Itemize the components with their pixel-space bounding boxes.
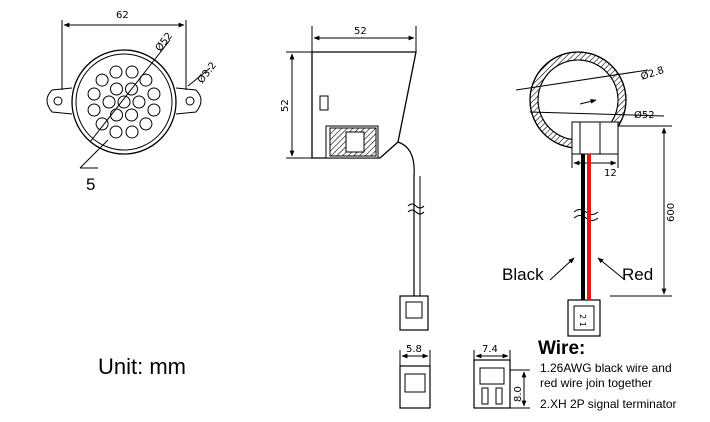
rear-connector-inner (573, 305, 595, 331)
sound-hole (87, 87, 101, 101)
sound-hole (87, 103, 101, 117)
conn-b-height-dim: 8.0 (513, 386, 524, 402)
sound-hole (95, 73, 109, 87)
red-wire (587, 154, 591, 300)
wire-note-3: 2.XH 2P signal terminator (540, 397, 677, 411)
rear-diameter-dim: Ø52 (634, 109, 655, 121)
front-body-outer (71, 49, 177, 155)
sound-hole (147, 87, 161, 101)
sound-hole (125, 108, 138, 122)
diameter-leader (89, 39, 171, 143)
side-cable (397, 141, 415, 296)
red-arrow (597, 257, 626, 281)
side-cable-break-1 (407, 203, 425, 209)
rear-hole-leader (515, 69, 649, 91)
front-body-inner (75, 53, 173, 151)
side-height-dim: 52 (280, 99, 291, 112)
red-label: Red (622, 265, 653, 284)
wire-heading: Wire: (538, 338, 585, 359)
pin-label: 2 1 (578, 314, 587, 327)
side-connector-inner (405, 301, 423, 319)
rear-dia-leader (529, 111, 665, 117)
sound-hole (109, 125, 123, 139)
right-ear-hole (185, 96, 195, 106)
side-connector (399, 295, 429, 331)
sound-hole (117, 95, 131, 109)
front-view (46, 20, 211, 169)
side-core (345, 131, 365, 153)
side-body (311, 51, 417, 159)
rear-wire-break-1 (573, 209, 599, 215)
rear-view (515, 51, 672, 337)
wire-note-2: red wire join together (540, 376, 652, 390)
side-cable-break-2 (407, 209, 425, 215)
label-leader (79, 139, 109, 169)
front-width-dim: 62 (116, 10, 129, 21)
sound-hole (110, 108, 123, 122)
right-ear (175, 87, 202, 115)
sound-hole (139, 117, 153, 131)
black-wire (581, 154, 585, 300)
wire-note-1: 1.26AWG black wire and (540, 361, 672, 375)
rear-wire-break-2 (573, 215, 599, 221)
sound-hole (125, 82, 138, 96)
rear-hole-dim: Ø2.8 (639, 64, 665, 83)
sound-holes (87, 65, 161, 139)
sound-hole (109, 65, 123, 79)
black-arrow (549, 257, 575, 281)
sound-hole (139, 73, 153, 87)
conn-b-pin-2 (495, 387, 503, 405)
hole-leader (187, 67, 211, 87)
front-diameter-dim: Ø52 (153, 30, 175, 54)
rear-block-dim: 12 (604, 168, 617, 179)
black-label: Black (502, 265, 544, 284)
conn-a-width-dim: 5.8 (406, 344, 422, 355)
connector-details (399, 350, 530, 409)
sound-hole (102, 95, 116, 109)
sound-hole (125, 65, 139, 79)
sound-hole (110, 82, 123, 96)
sound-hole (132, 95, 146, 109)
conn-a-body (399, 365, 431, 409)
rear-length-dim: 600 (666, 203, 677, 222)
front-hole-dim: Ø3.2 (195, 60, 219, 86)
left-ear-hole (53, 96, 63, 106)
sound-hole (125, 125, 139, 139)
side-tab (319, 95, 329, 111)
sound-hole (147, 103, 161, 117)
side-view (286, 26, 429, 331)
conn-b-pin-1 (481, 387, 489, 405)
conn-b-top (479, 367, 505, 385)
rear-block (571, 121, 619, 155)
sound-hole (95, 117, 109, 131)
unit-label: Unit: mm (98, 354, 186, 379)
rear-center-arrow (579, 98, 597, 105)
side-width-dim: 52 (354, 26, 367, 37)
left-ear (46, 87, 73, 115)
conn-a-window (404, 373, 426, 393)
front-leader-label: 5 (86, 175, 95, 194)
conn-b-width-dim: 7.4 (482, 344, 498, 355)
conn-b-body (473, 359, 511, 409)
